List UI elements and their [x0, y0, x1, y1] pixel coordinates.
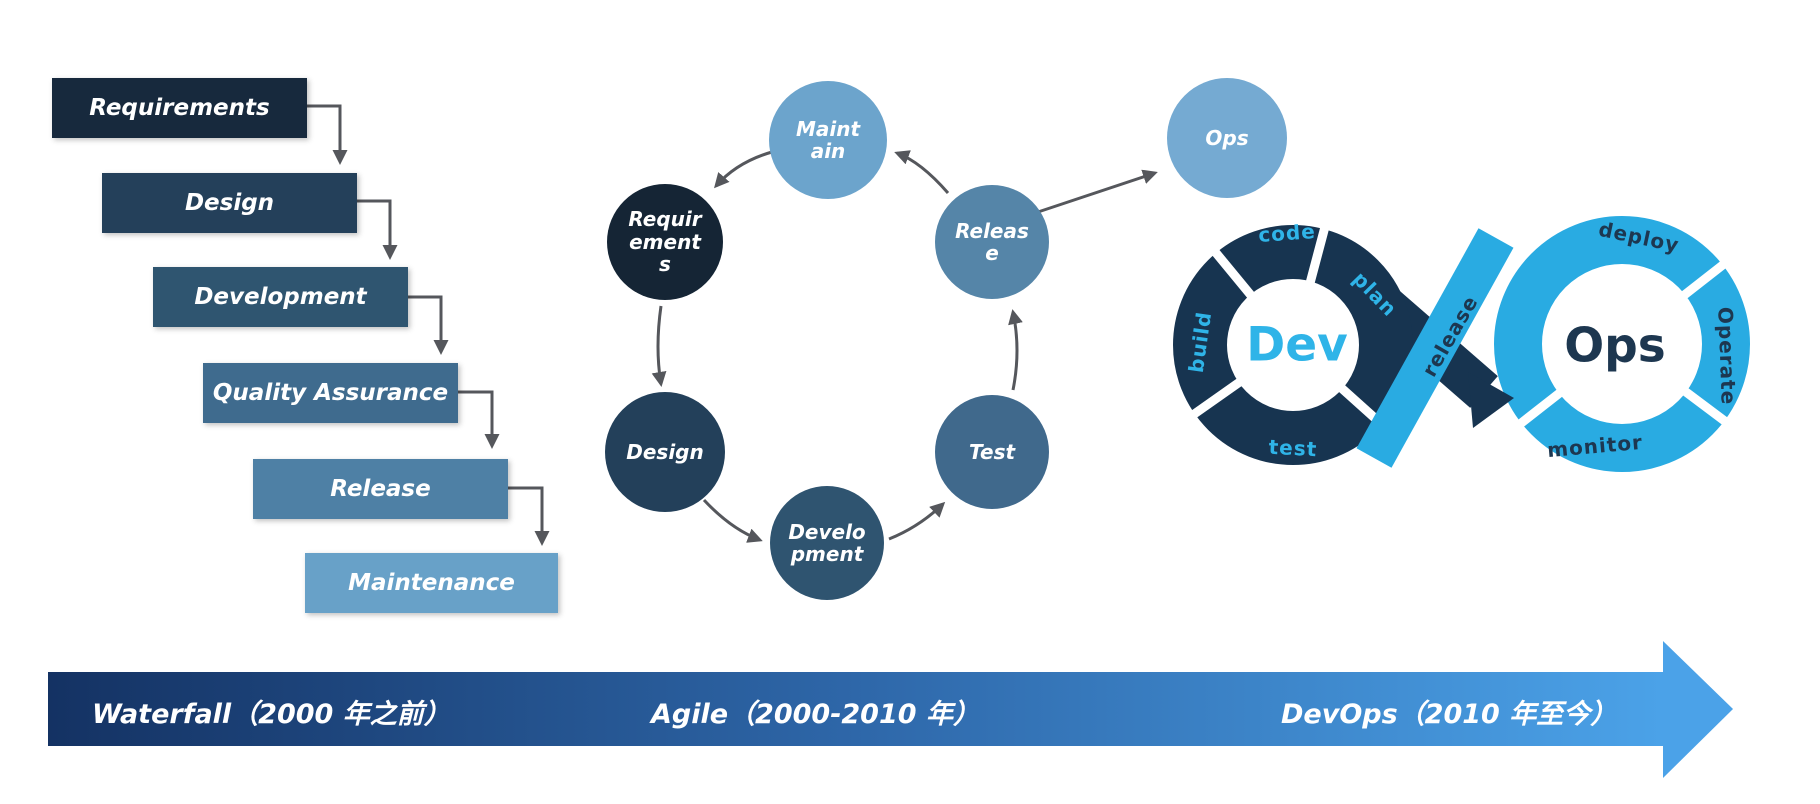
timeline-arrow: [48, 641, 1733, 778]
agile-node-test: Test: [935, 395, 1049, 509]
waterfall-connector-arrows: [307, 104, 550, 546]
devops-infinity-loop: [1173, 216, 1750, 472]
waterfall-step-release: Release: [253, 459, 508, 519]
agile-node-design: Design: [605, 392, 725, 512]
devops-ops-ring: [1494, 216, 1750, 472]
timeline-label-devops: DevOps（2010 年至今）: [1281, 699, 1618, 730]
agile-node-development: Develo pment: [770, 486, 884, 600]
devops-label-operate: Operate: [1713, 306, 1741, 406]
devops-dev-ring: [1173, 225, 1413, 465]
waterfall-step-maintenance: Maintenance: [305, 553, 558, 613]
waterfall-step-requirements: Requirements: [52, 78, 307, 138]
agile-cycle-arrows: [651, 150, 1158, 543]
devops-release-ribbon: [1356, 228, 1514, 468]
agile-node-maintain: Maint ain: [769, 81, 887, 199]
waterfall-step-development: Development: [153, 267, 408, 327]
devops-ops-title: Ops: [1564, 318, 1666, 374]
agile-node-requirements: Requir ement s: [607, 184, 723, 300]
devops-label-test: test: [1268, 434, 1318, 462]
devops-dev-title: Dev: [1246, 317, 1348, 373]
timeline-label-waterfall: Waterfall（2000 年之前）: [92, 699, 451, 730]
timeline-label-agile: Agile（2000-2010 年）: [651, 699, 980, 730]
waterfall-step-design: Design: [102, 173, 357, 233]
waterfall-step-quality-assurance: Quality Assurance: [203, 363, 458, 423]
agile-node-release: Releas e: [935, 185, 1049, 299]
devops-ribbon-arrowhead: [1468, 372, 1514, 428]
devops-label-code: code: [1257, 219, 1317, 247]
agile-node-ops: Ops: [1167, 78, 1287, 198]
